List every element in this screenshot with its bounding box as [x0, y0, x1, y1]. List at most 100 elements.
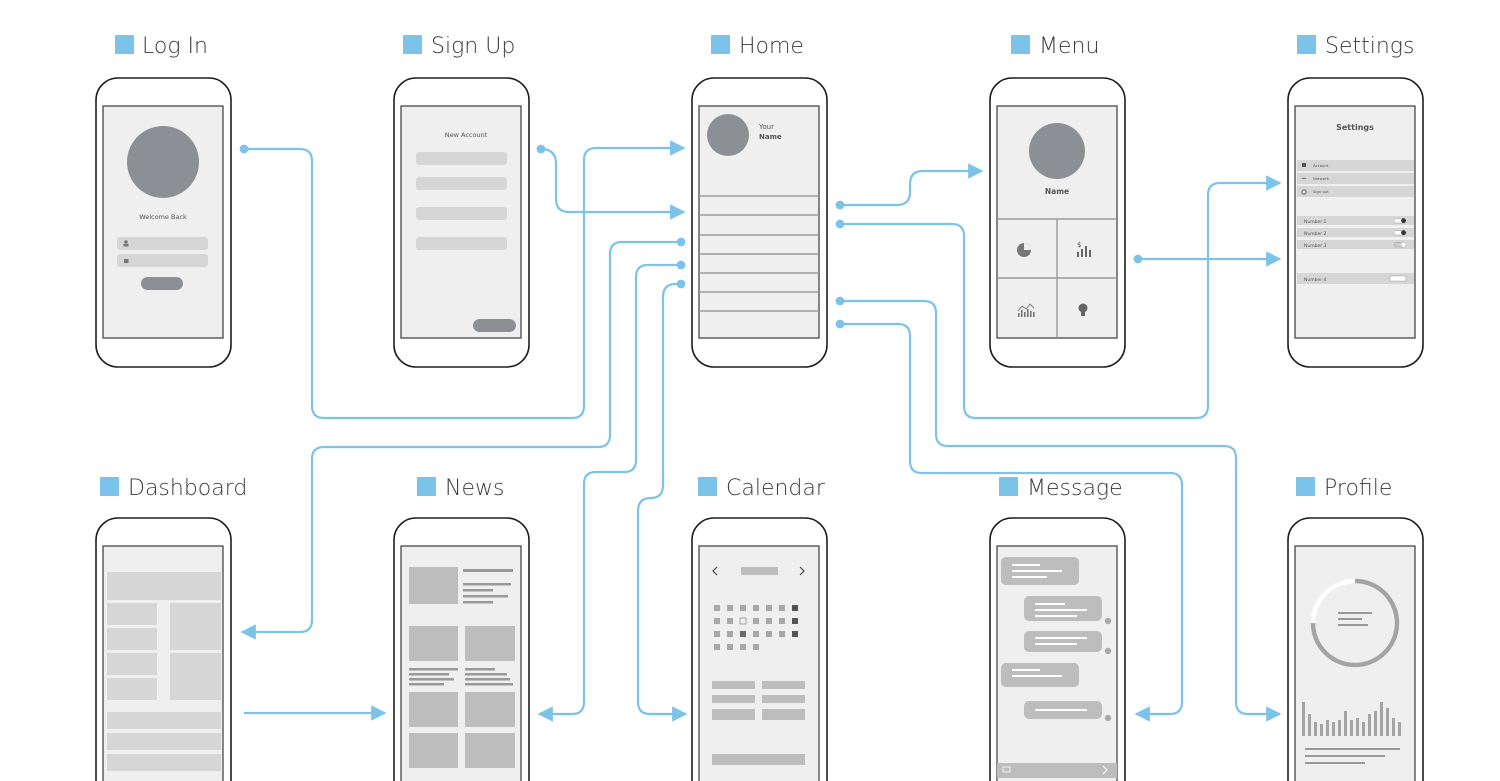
- settings-row-account[interactable]: [1297, 160, 1414, 171]
- toggle-knob: [1400, 242, 1407, 248]
- calendar-day[interactable]: [779, 618, 785, 624]
- analytics-icon[interactable]: [1017, 303, 1035, 317]
- calendar-day[interactable]: [753, 618, 759, 624]
- calendar-day[interactable]: [779, 631, 785, 637]
- calendar-day[interactable]: [753, 631, 759, 637]
- pie-chart-icon[interactable]: [1017, 243, 1031, 257]
- activity-bar: [1302, 702, 1305, 736]
- activity-bar: [1356, 718, 1359, 736]
- calendar-day[interactable]: [714, 631, 720, 637]
- dashboard-tile: [107, 678, 157, 700]
- svg-text:$: $: [1077, 241, 1081, 249]
- news-image: [465, 733, 515, 768]
- chevron-left-icon[interactable]: [712, 566, 718, 576]
- title-news: News: [417, 476, 504, 501]
- title-square-icon: [711, 35, 730, 54]
- user-icon-body: [123, 244, 129, 247]
- calendar-day[interactable]: [753, 605, 759, 611]
- activity-bar: [1374, 711, 1377, 736]
- calendar-day[interactable]: [714, 618, 720, 624]
- title-signup: Sign Up: [403, 34, 515, 59]
- title-square-icon: [698, 477, 717, 496]
- avatar-small: [1104, 617, 1112, 625]
- dashboard-tile: [107, 628, 157, 650]
- calendar-day[interactable]: [766, 618, 772, 624]
- news-image: [409, 567, 458, 604]
- news-text-line: [463, 601, 493, 604]
- settings-item: Network: [1313, 176, 1330, 181]
- dashboard-panel: [170, 653, 221, 700]
- calendar-day[interactable]: [740, 644, 746, 650]
- activity-bar: [1308, 714, 1311, 736]
- connectors: [239, 140, 1282, 722]
- calendar-day[interactable]: [727, 631, 733, 637]
- calendar-day[interactable]: [792, 605, 798, 611]
- chevron-right-icon[interactable]: [799, 566, 805, 576]
- profile-text-line: [1305, 755, 1385, 757]
- power-icon: [1301, 189, 1307, 195]
- calendar-day[interactable]: [779, 605, 785, 611]
- phone-menu: Name $: [989, 77, 1126, 368]
- calendar-day[interactable]: [714, 644, 720, 650]
- month-label-placeholder: [741, 567, 778, 575]
- title-dashboard: Dashboard: [100, 476, 247, 501]
- connector-home-news: [537, 260, 686, 722]
- welcome-text: Welcome Back: [139, 213, 187, 221]
- message-text-line: [1012, 570, 1062, 572]
- toggle-row: [1297, 240, 1414, 249]
- calendar-day[interactable]: [753, 644, 759, 650]
- lightbulb-icon[interactable]: [1078, 303, 1088, 317]
- event-block: [712, 709, 755, 720]
- news-text-line: [409, 678, 454, 681]
- screen-title: Menu: [1039, 34, 1099, 59]
- message-text-line: [1035, 709, 1087, 711]
- news-text-line: [463, 595, 508, 598]
- screen-title: Sign Up: [431, 34, 515, 59]
- calendar-day[interactable]: [766, 605, 772, 611]
- quantity-stepper[interactable]: [1389, 275, 1407, 282]
- send-icon[interactable]: [1102, 765, 1108, 775]
- activity-bar: [1362, 722, 1365, 736]
- phone-signup: New Account: [393, 77, 530, 368]
- calendar-day[interactable]: [740, 605, 746, 611]
- image-attach-icon[interactable]: [1002, 766, 1011, 773]
- message-input-bar[interactable]: [997, 763, 1117, 778]
- settings-row-network[interactable]: [1297, 173, 1414, 184]
- signup-field[interactable]: [416, 237, 507, 250]
- screen-title: Calendar: [726, 476, 826, 501]
- signup-field[interactable]: [416, 152, 507, 165]
- title-message: Message: [999, 476, 1123, 501]
- phone-screen: [400, 105, 522, 339]
- settings-row-signout[interactable]: [1297, 186, 1414, 197]
- signup-button[interactable]: [473, 319, 516, 332]
- password-field[interactable]: [117, 254, 208, 267]
- calendar-day[interactable]: [792, 631, 798, 637]
- account-icon: [1302, 163, 1306, 167]
- title-settings: Settings: [1297, 34, 1414, 59]
- event-block: [712, 681, 755, 689]
- message-text-line: [1012, 564, 1040, 566]
- news-text-line: [463, 569, 513, 572]
- signup-field[interactable]: [416, 207, 507, 220]
- calendar-day[interactable]: [714, 605, 720, 611]
- calendar-day[interactable]: [766, 631, 772, 637]
- calendar-day[interactable]: [727, 618, 733, 624]
- login-button[interactable]: [141, 277, 183, 290]
- calendar-day[interactable]: [727, 644, 733, 650]
- news-text-line: [465, 668, 495, 671]
- news-text-line: [409, 673, 449, 676]
- calendar-day[interactable]: [740, 631, 746, 637]
- calendar-day[interactable]: [739, 617, 747, 625]
- event-block: [762, 709, 805, 720]
- user-name-line1: Your: [758, 123, 774, 131]
- news-text-line: [465, 673, 507, 676]
- signup-field[interactable]: [416, 177, 507, 190]
- activity-bar: [1392, 718, 1395, 736]
- finance-chart-icon[interactable]: $: [1077, 241, 1091, 257]
- calendar-day[interactable]: [727, 605, 733, 611]
- avatar: [707, 114, 749, 156]
- calendar-day[interactable]: [792, 618, 798, 624]
- user-icon: [124, 240, 128, 244]
- username-field[interactable]: [117, 237, 208, 250]
